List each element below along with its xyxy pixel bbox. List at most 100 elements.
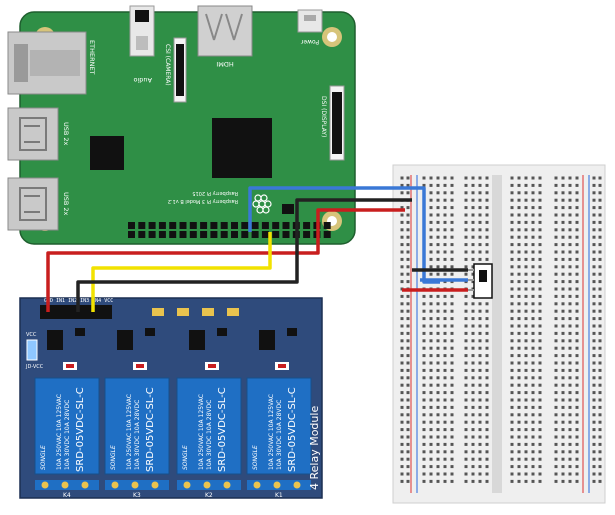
- wire-red-power: [46, 232, 320, 312]
- relay-ratings-2: 10A 30VDC 10A 28VDC: [134, 400, 141, 470]
- relay-brand: SONGLE: [110, 445, 117, 470]
- wire-blue: [248, 186, 440, 284]
- relay-channel-label: K2: [205, 492, 213, 499]
- terminal-screw: [41, 481, 49, 489]
- gpio-pin: [261, 222, 269, 229]
- led-4: [227, 308, 239, 316]
- relay-brand: SONGLE: [252, 445, 259, 470]
- relay-brand: SONGLE: [40, 445, 47, 470]
- led-red: [66, 364, 74, 368]
- gpio-pin: [128, 222, 135, 229]
- gpio-pin: [158, 222, 166, 229]
- ethernet-label: ETHERNET: [88, 40, 96, 75]
- terminal-screw: [273, 481, 281, 489]
- gpio-header: [128, 222, 331, 238]
- gpio-pin: [241, 222, 249, 229]
- optocoupler: [189, 330, 205, 350]
- display-connector: [329, 85, 345, 161]
- gpio-pin: [169, 222, 177, 229]
- jumper-left-label: JD-VCC: [25, 364, 44, 370]
- wire-red-breadboard: [316, 208, 405, 232]
- resistor: [217, 328, 227, 336]
- terminal-screw: [223, 481, 231, 489]
- lan-chip: [90, 136, 124, 170]
- wire-black-ground: [76, 232, 299, 312]
- relay-body: [104, 377, 170, 475]
- camera-label: CSI (CAMERA): [164, 44, 171, 86]
- led-2: [177, 308, 189, 316]
- gpio-pin: [189, 231, 197, 238]
- relay-ratings: 10A 250VAC 10A 125VAC: [126, 394, 133, 470]
- relay-channel-label: K1: [275, 492, 283, 499]
- terminal-screw: [111, 481, 119, 489]
- relay-channel-label: K3: [133, 492, 141, 499]
- ethernet-port: [7, 31, 87, 95]
- relay-module: GND IN1 IN2 IN3 IN4 VCC VCC JD-VCC SONGL…: [19, 297, 323, 499]
- led-3: [202, 308, 214, 316]
- gpio-pin: [282, 222, 290, 229]
- small-chip: [282, 204, 294, 214]
- relay-ratings: 10A 250VAC 10A 125VAC: [56, 394, 63, 470]
- gpio-pin: [272, 222, 280, 229]
- relay-body: [34, 377, 100, 475]
- display-label: DSI (DISPLAY): [320, 96, 327, 137]
- gpio-pin: [220, 222, 228, 229]
- led-red: [136, 364, 144, 368]
- led-red: [208, 364, 216, 368]
- power-label: Power: [300, 38, 319, 45]
- resistor: [145, 328, 155, 336]
- power-port: [297, 9, 323, 33]
- gpio-pin: [241, 231, 249, 238]
- optocoupler: [117, 330, 133, 350]
- jumper-top-label: VCC: [26, 332, 37, 338]
- relay-ratings-2: 10A 30VDC 10A 28VDC: [276, 400, 283, 470]
- relay-ratings: 10A 250VAC 10A 125VAC: [198, 394, 205, 470]
- terminal-screw: [183, 481, 191, 489]
- gpio-pin: [189, 222, 197, 229]
- breadboard-center-channel: [492, 175, 502, 493]
- soc-chip: [212, 118, 272, 178]
- camera-connector: [173, 37, 187, 103]
- terminal-screw: [61, 481, 69, 489]
- gpio-pin: [200, 222, 208, 229]
- model-text: Raspberry Pi 3 Model B v1.2: [168, 198, 238, 204]
- audio-label: Audio: [134, 76, 152, 84]
- jdvcc-jumper: [26, 339, 38, 361]
- gpio-pin: [272, 231, 280, 238]
- gpio-pin: [323, 222, 331, 229]
- relay-ratings-2: 10A 30VDC 10A 28VDC: [206, 400, 213, 470]
- gpio-pin: [158, 231, 166, 238]
- optocoupler: [47, 330, 63, 350]
- gpio-pin: [179, 231, 187, 238]
- terminal-screw: [151, 481, 159, 489]
- usb-port-2: [7, 177, 59, 231]
- relay-header: [40, 305, 112, 319]
- relay-brand: SONGLE: [182, 445, 189, 470]
- relay-ratings-2: 10A 30VDC 10A 28VDC: [64, 400, 71, 470]
- relay-body: [246, 377, 312, 475]
- raspberry-pi-board: ETHERNET USB 2x USB 2x Audio CSI (CAMERA…: [7, 5, 356, 245]
- led-red: [278, 364, 286, 368]
- gpio-pin: [303, 222, 311, 229]
- gpio-pin: [138, 231, 146, 238]
- gpio-pin: [128, 231, 135, 238]
- terminal-screw: [131, 481, 139, 489]
- usb-2-label: USB 2x: [62, 192, 70, 216]
- resistor: [287, 328, 297, 336]
- terminal-screw: [203, 481, 211, 489]
- raspberry-logo: [252, 194, 272, 214]
- relay-part: SRD-05VDC-SL-C: [75, 387, 86, 472]
- gpio-pin: [200, 231, 208, 238]
- gpio-pin: [231, 222, 238, 229]
- gpio-pin: [138, 222, 146, 229]
- relay-part: SRD-05VDC-SL-C: [217, 387, 228, 472]
- gpio-pin: [220, 231, 228, 238]
- usb-port-1: [7, 107, 59, 161]
- terminal-screw: [293, 481, 301, 489]
- relay-part: SRD-05VDC-SL-C: [287, 387, 298, 472]
- gpio-pin: [148, 231, 156, 238]
- resistor: [75, 328, 85, 336]
- optocoupler: [259, 330, 275, 350]
- relay-channel-label: K4: [63, 492, 71, 499]
- usb-1-label: USB 2x: [62, 122, 70, 146]
